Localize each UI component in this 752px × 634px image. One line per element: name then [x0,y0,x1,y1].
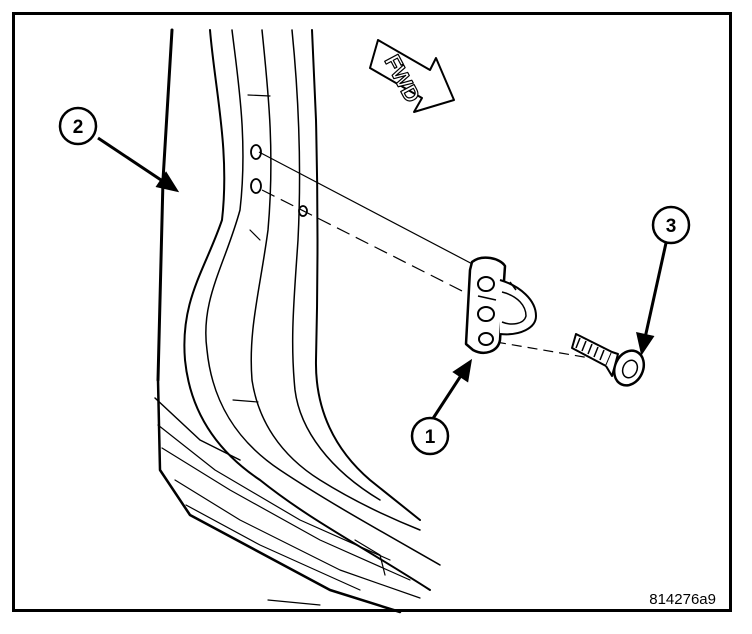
diagram-frame [12,12,732,612]
fwd-direction-arrow: FWD [369,39,455,113]
figure-id: 814276a9 [649,591,716,608]
leader-arrows [97,136,668,421]
callout-2-number: 2 [73,117,84,138]
callout-3: 3 [651,205,691,245]
callout-3-number: 3 [666,216,677,237]
door-pillar [154,28,441,614]
callout-1-number: 1 [425,427,436,448]
door-check-strap [464,256,537,354]
bolt [571,333,646,387]
callout-2: 2 [58,106,98,146]
callout-1: 1 [410,416,450,456]
alignment-lines [258,151,591,359]
pillar-holes [250,144,308,217]
